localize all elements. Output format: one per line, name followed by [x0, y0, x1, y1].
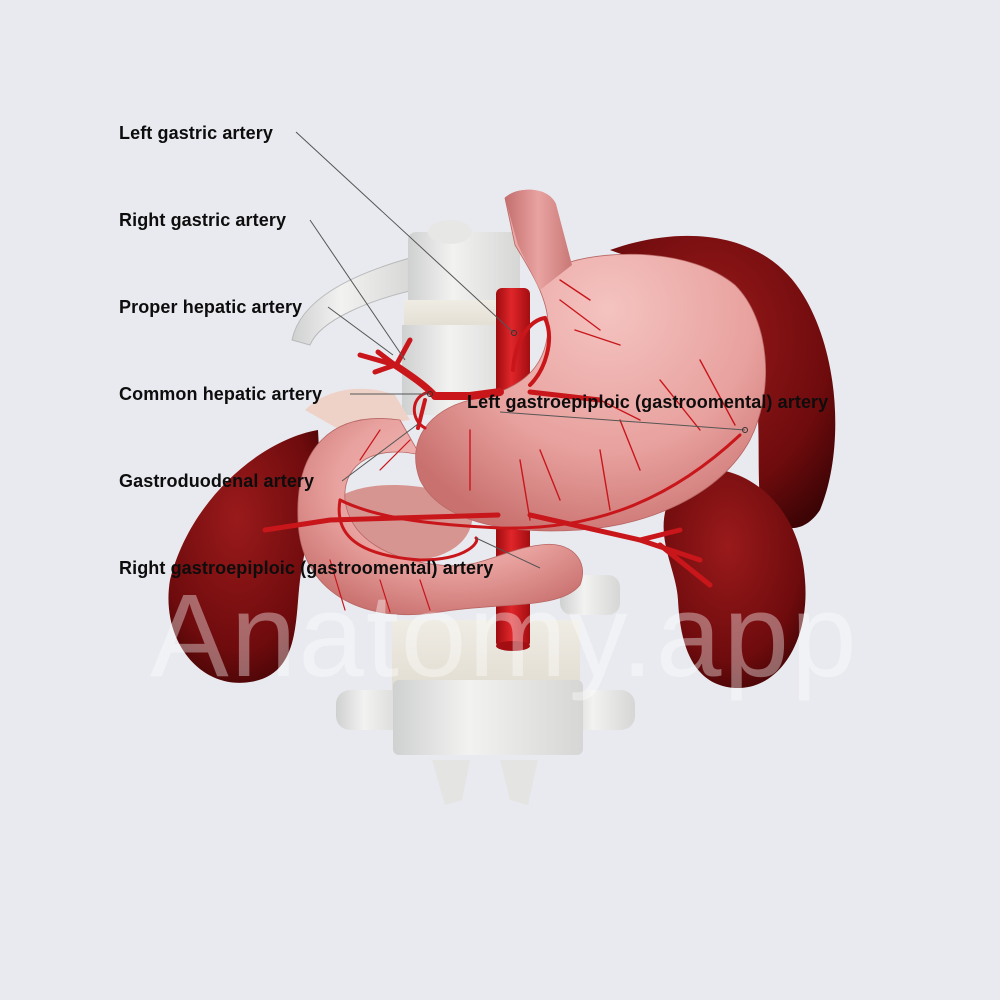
- left-kidney: [663, 468, 806, 689]
- gastroduodenal-artery-vessel: [416, 398, 427, 430]
- esophagus: [505, 189, 572, 290]
- label-common-hepatic-artery: Common hepatic artery: [119, 384, 323, 404]
- renal-artery-right: [262, 512, 501, 533]
- celiac-trunk: [431, 388, 504, 400]
- spinous-process: [432, 760, 538, 805]
- vertebra-lower: [393, 680, 583, 755]
- disc-lower: [392, 620, 580, 690]
- label-right-gastroepiploic-artery: Right gastroepiploic (gastroomental) art…: [119, 558, 494, 578]
- right-gastric-artery-vessel: [412, 390, 432, 430]
- rib: [291, 257, 415, 346]
- label-proper-hepatic-artery: Proper hepatic artery: [119, 297, 303, 317]
- label-left-gastroepiploic-artery: Left gastroepiploic (gastroomental) arte…: [467, 392, 829, 412]
- label-right-gastric-artery: Right gastric artery: [119, 210, 287, 230]
- label-gastroduodenal-artery: Gastroduodenal artery: [119, 471, 315, 491]
- renal-artery-left: [527, 512, 713, 588]
- right-gastroepiploic-artery-vessel: [337, 498, 479, 562]
- left-gastric-artery-vessel: [511, 315, 551, 387]
- label-left-gastric-artery: Left gastric artery: [119, 123, 273, 143]
- transverse-process-left: [336, 690, 406, 730]
- spleen: [610, 235, 836, 529]
- right-kidney: [168, 430, 320, 683]
- splenic-artery: [527, 389, 603, 403]
